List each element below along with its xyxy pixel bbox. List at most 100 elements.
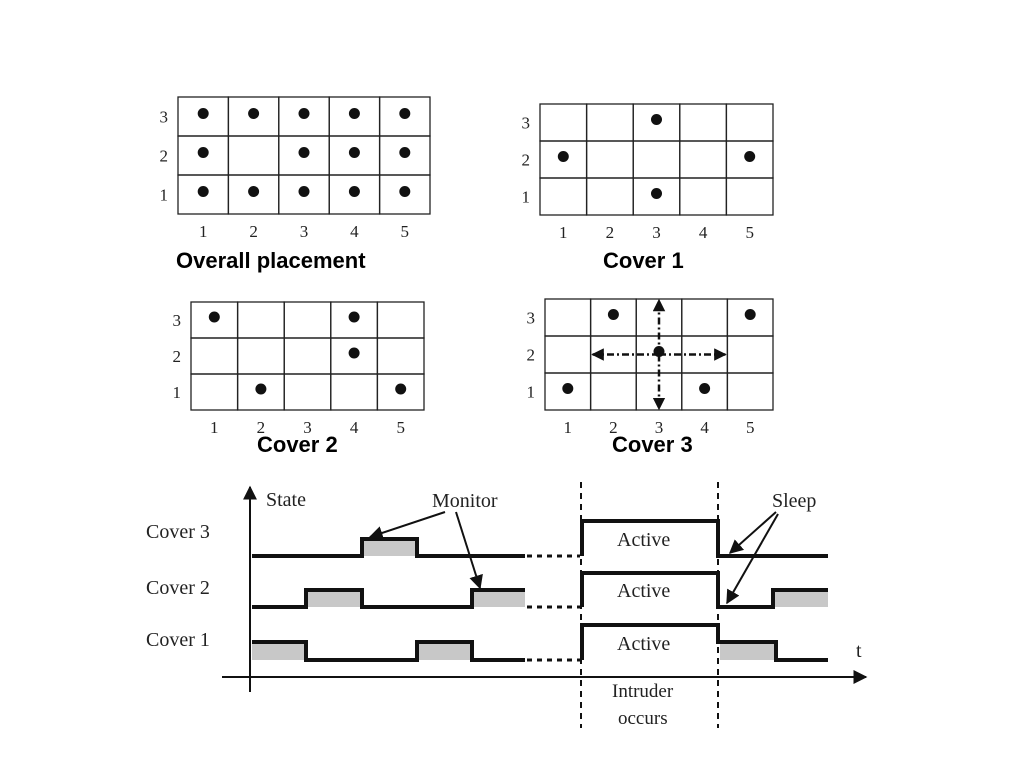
grid-cell — [283, 301, 332, 339]
grid-overall-placement: 1 2 3 4 5 3 2 1 — [160, 96, 431, 241]
intruder-label-line1: Intruder — [612, 681, 674, 702]
sensor-dot — [651, 114, 662, 125]
col-label: 1 — [210, 418, 219, 437]
col-label: 5 — [401, 222, 410, 241]
row-label-cover-2: Cover 2 — [146, 577, 210, 599]
row-label-cover-3: Cover 3 — [146, 521, 210, 543]
col-label: 1 — [199, 222, 208, 241]
sensor-dot — [348, 147, 360, 158]
caption-cover-3: Cover 3 — [612, 432, 693, 457]
grid-cell — [585, 177, 634, 216]
grid-cell — [190, 337, 239, 375]
row-label: 1 — [527, 383, 536, 402]
grid-cell — [378, 174, 431, 215]
col-label: 2 — [257, 418, 266, 437]
row-label-cover-1: Cover 1 — [146, 629, 210, 651]
col-label: 1 — [559, 223, 568, 242]
grid-cell — [190, 373, 239, 411]
row-label: 3 — [160, 108, 169, 127]
sensor-dot — [744, 151, 756, 162]
row-label: 3 — [522, 114, 531, 133]
monitor-pulse-cover2-a — [306, 590, 362, 607]
monitor-pulse-cover1-c — [720, 642, 776, 660]
active-label-cover1: Active — [617, 633, 670, 655]
col-label: 4 — [700, 418, 709, 437]
sensor-dot — [744, 309, 756, 320]
col-label: 5 — [746, 418, 755, 437]
col-label: 2 — [609, 418, 618, 437]
col-label: 3 — [303, 418, 312, 437]
col-label: 5 — [745, 223, 754, 242]
grid-cell — [679, 103, 728, 142]
sensor-dot — [699, 383, 711, 394]
sensor-dot — [248, 108, 260, 119]
caption-overall-placement: Overall placement — [176, 248, 366, 273]
active-label-cover2: Active — [617, 580, 670, 602]
monitor-arrow-2 — [455, 511, 483, 590]
timing-diagram: State t Cover 3 Cover 2 Cover 1 Active A… — [146, 482, 868, 729]
sensor-dot — [395, 383, 407, 395]
active-label-cover3: Active — [617, 529, 670, 551]
col-label: 5 — [396, 418, 405, 437]
row-label: 1 — [522, 188, 531, 207]
monitor-arrow-1 — [368, 511, 446, 540]
grid-cell — [725, 177, 774, 216]
grid-cell — [283, 373, 332, 411]
col-label: 4 — [350, 222, 359, 241]
col-label: 3 — [300, 222, 309, 241]
monitor-pulse-cover1-a — [252, 642, 306, 660]
col-label: 3 — [655, 418, 664, 437]
monitor-pulse-cover2-b — [472, 590, 525, 607]
row-label: 3 — [173, 311, 182, 330]
grid-cell — [236, 337, 285, 375]
sensor-dot — [197, 108, 209, 119]
grid-cell — [376, 301, 425, 339]
grid-cell — [726, 372, 774, 411]
caption-cover-1: Cover 1 — [603, 248, 684, 273]
sensor-dot — [399, 108, 411, 119]
grid-cell — [236, 301, 285, 339]
sensor-dot — [197, 147, 209, 158]
col-label: 3 — [652, 223, 661, 242]
grid-cell — [544, 335, 592, 374]
sensor-dot — [651, 188, 662, 199]
col-label: 2 — [249, 222, 258, 241]
monitor-pulse-cover3 — [362, 539, 417, 556]
sensor-dot — [298, 147, 310, 158]
y-axis-label: State — [266, 489, 306, 511]
sensor-dot — [399, 147, 411, 158]
row-label: 1 — [160, 186, 169, 205]
grid-cell — [632, 140, 681, 179]
sensor-dot — [298, 186, 310, 197]
grid-cell — [539, 103, 588, 142]
monitor-pulse-cover1-b — [417, 642, 472, 660]
waveform-cover1-left — [252, 640, 525, 662]
row-label: 3 — [527, 309, 536, 328]
grid-cell — [679, 177, 728, 216]
sensor-dot — [348, 311, 360, 323]
sensor-dot — [197, 186, 209, 197]
grid-cell — [679, 140, 728, 179]
row-label: 2 — [160, 147, 169, 166]
sleep-arrow-2 — [726, 513, 779, 605]
row-label: 1 — [173, 383, 182, 402]
sensor-dot — [348, 108, 360, 119]
grid-cell — [585, 140, 634, 179]
row-label: 2 — [522, 151, 531, 170]
col-label: 4 — [699, 223, 708, 242]
sensor-dot — [255, 383, 267, 395]
sensor-dot — [348, 347, 360, 359]
grid-cell — [376, 373, 425, 411]
sensor-dot — [399, 186, 411, 197]
grid-cell — [726, 335, 774, 374]
sensor-dot — [562, 383, 574, 394]
row-label: 2 — [173, 347, 182, 366]
row-label: 2 — [527, 346, 536, 365]
sensor-dot — [248, 186, 260, 197]
sleep-arrow-1 — [728, 511, 777, 554]
sensor-dot — [607, 309, 619, 320]
sensor-dot — [348, 186, 360, 197]
grid-cell — [725, 103, 774, 142]
